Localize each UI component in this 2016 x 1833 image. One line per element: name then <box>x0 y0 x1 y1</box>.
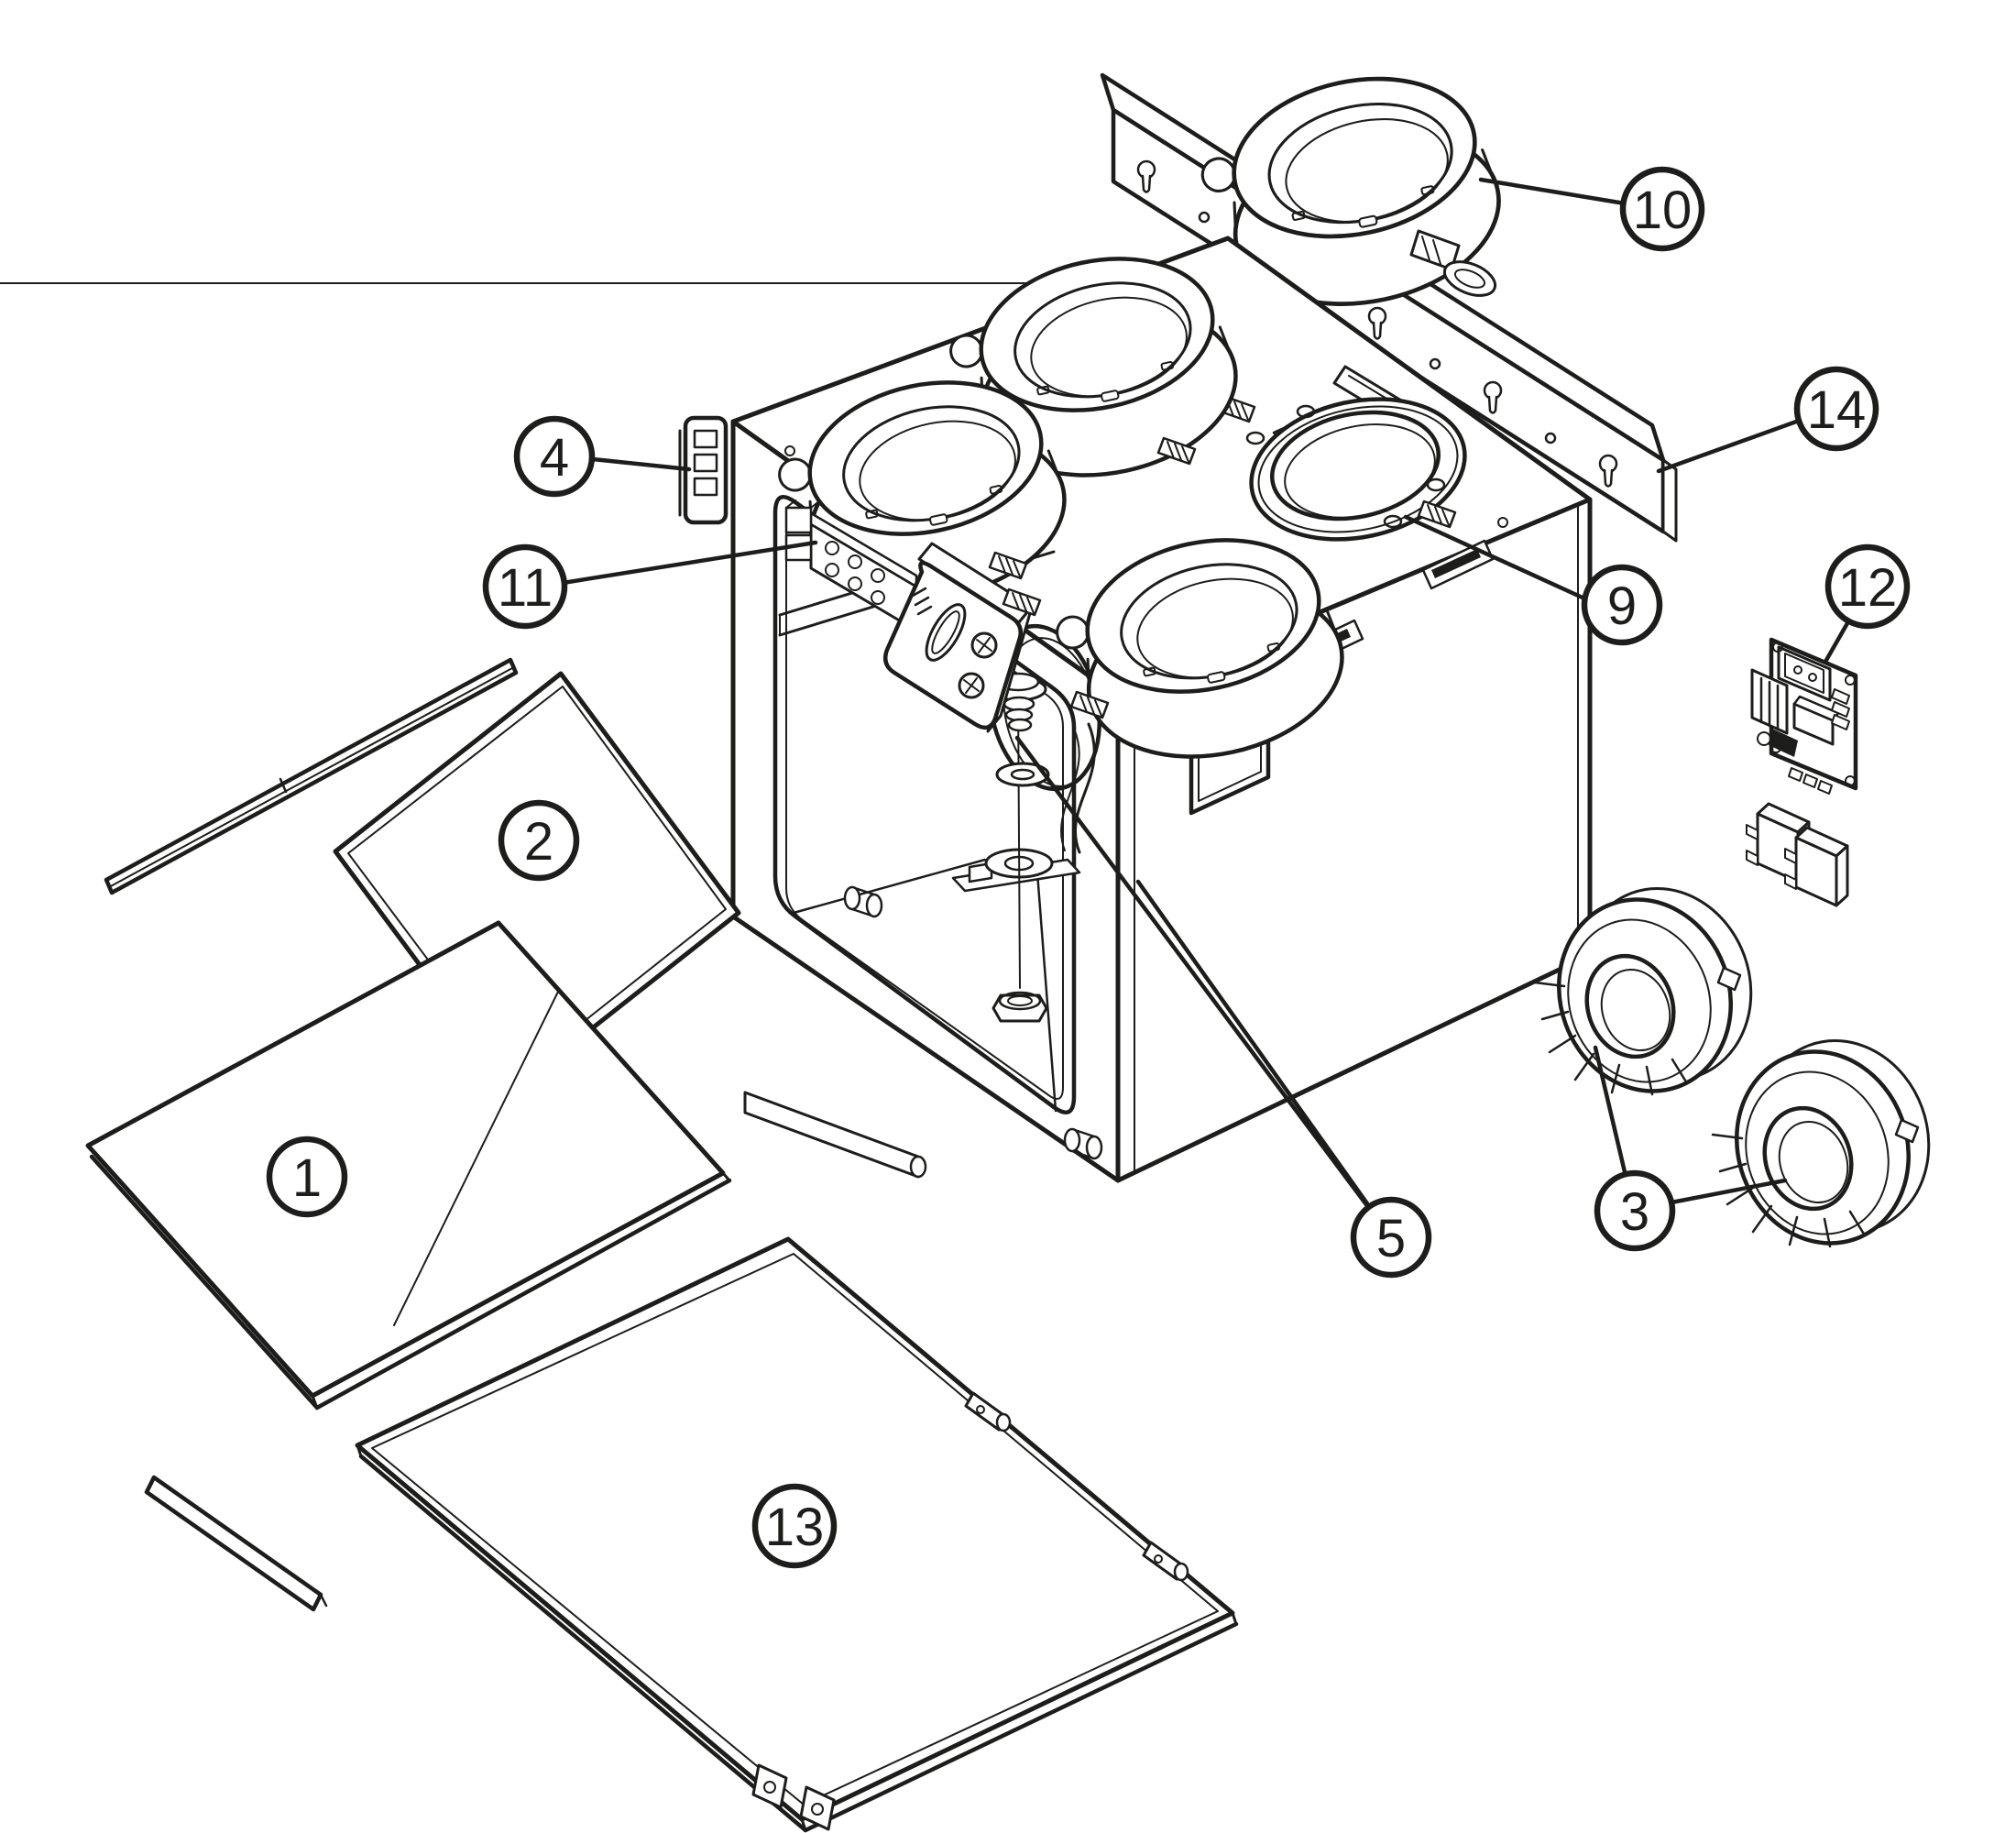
callouts: 1 2 3 4 5 9 10 11 <box>266 166 1911 1569</box>
door-hinge-pin <box>1142 1541 1189 1582</box>
duct-collar-part-10 <box>1189 55 1515 331</box>
leader-5a <box>1014 735 1371 1210</box>
callout-1: 1 <box>266 1136 348 1218</box>
callout-2: 2 <box>498 799 580 882</box>
leader-5b <box>1135 879 1372 1209</box>
door-latch-foot <box>751 1763 836 1831</box>
callout-3-number: 3 <box>1620 1182 1649 1242</box>
callout-10-number: 10 <box>1633 181 1693 240</box>
leader-3a <box>1593 1045 1628 1179</box>
leader-11 <box>560 540 818 586</box>
callout-1-number: 1 <box>292 1148 322 1208</box>
callout-5-number: 5 <box>1376 1209 1406 1268</box>
leader-12 <box>1823 620 1850 664</box>
callout-11-number: 11 <box>498 558 553 618</box>
callout-9: 9 <box>1581 564 1663 646</box>
callout-5: 5 <box>1350 1196 1432 1279</box>
callout-12-number: 12 <box>1838 558 1898 618</box>
relay-blocks <box>1746 802 1849 907</box>
door-hinge-pin <box>964 1391 1012 1432</box>
rating-label <box>1421 539 1495 590</box>
callout-13-number: 13 <box>765 1498 825 1557</box>
filter-panel-part-1 <box>85 920 732 1410</box>
leader-4 <box>590 456 692 472</box>
callout-10: 10 <box>1619 166 1705 252</box>
callout-9-number: 9 <box>1607 576 1637 636</box>
leader-10 <box>1478 177 1627 206</box>
callout-12: 12 <box>1824 543 1911 630</box>
filter-rail-strip-lower <box>144 1475 328 1612</box>
leader-3b <box>1669 1178 1788 1205</box>
callout-2-number: 2 <box>524 812 553 872</box>
callout-4: 4 <box>513 415 596 498</box>
callout-3: 3 <box>1594 1169 1676 1252</box>
callout-14: 14 <box>1793 366 1879 452</box>
callout-14-number: 14 <box>1807 380 1867 440</box>
filter-rail-strip <box>104 657 519 895</box>
leader-9 <box>1403 514 1587 601</box>
callout-11: 11 <box>482 543 568 630</box>
callout-13: 13 <box>751 1483 838 1569</box>
circuit-board-part-12 <box>1746 637 1858 907</box>
leader-14 <box>1656 418 1802 474</box>
callout-leader-lines <box>560 177 1850 1210</box>
collar-mounting-ring-part-9 <box>1216 394 1467 542</box>
control-module <box>883 542 1042 733</box>
callout-4-number: 4 <box>540 428 569 488</box>
